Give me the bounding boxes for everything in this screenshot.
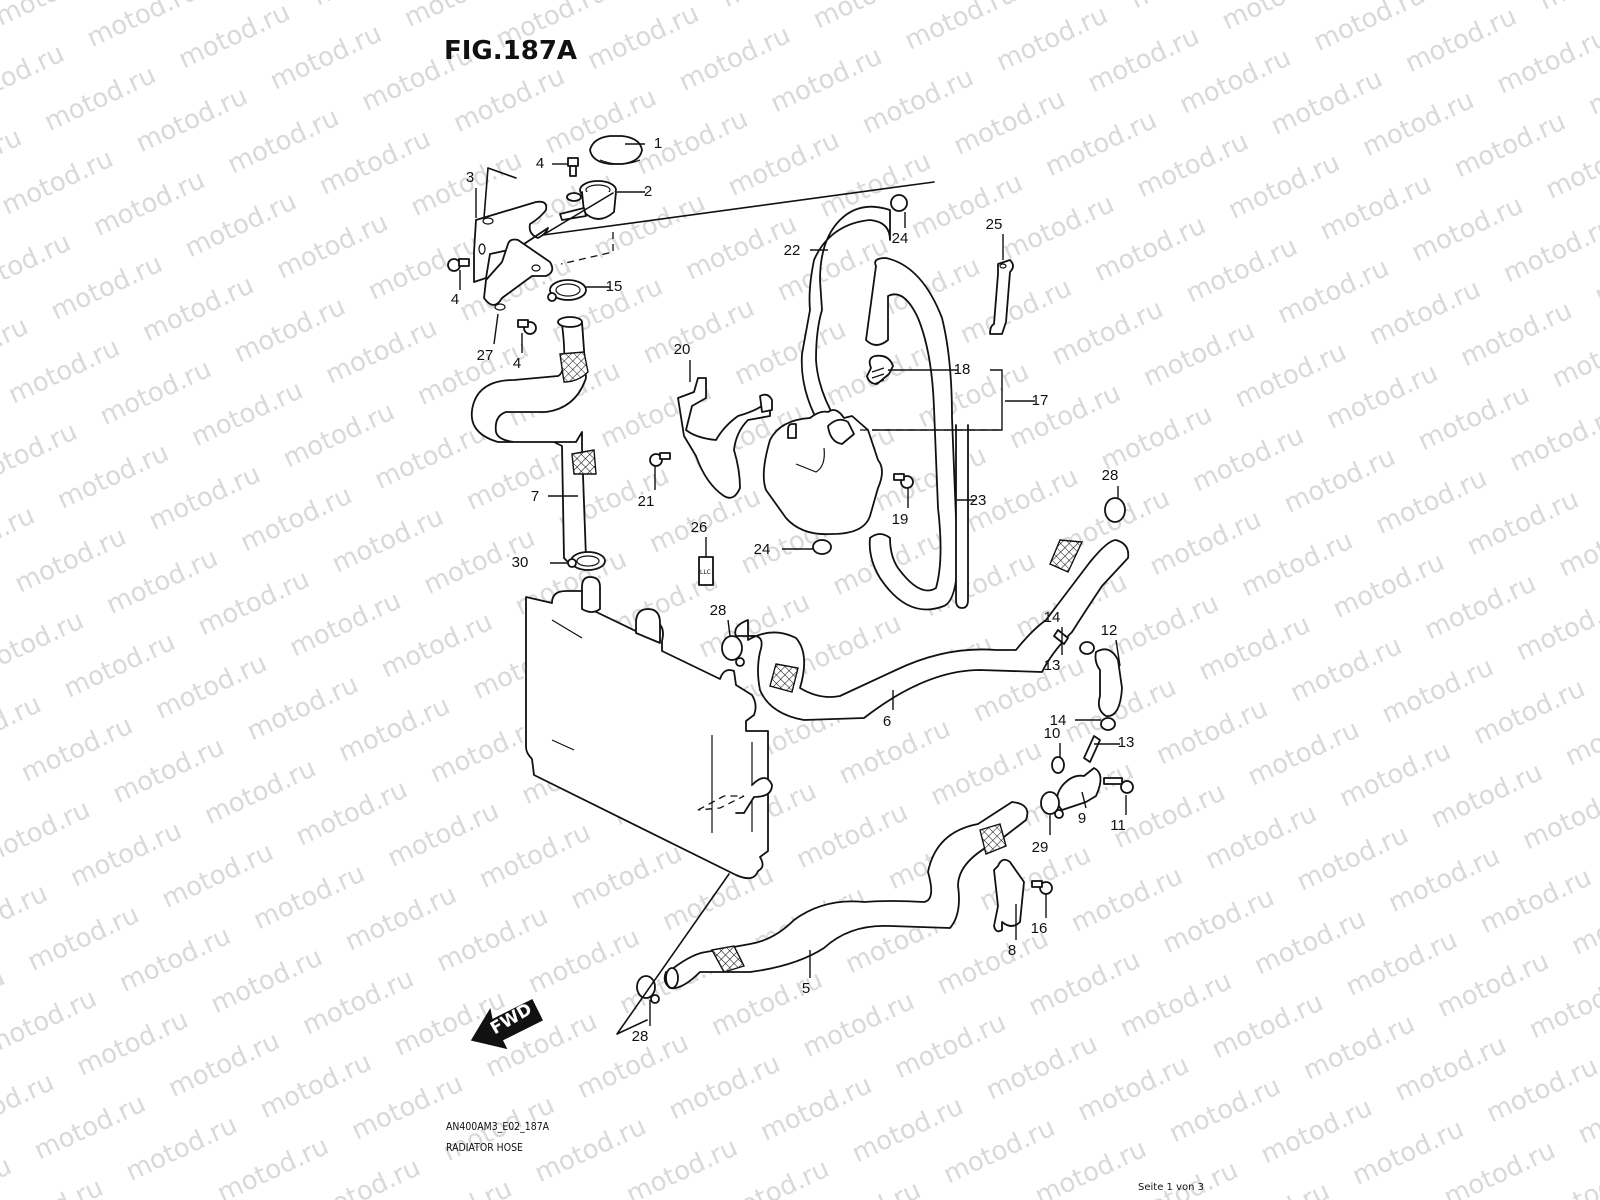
reservoir-bracket[interactable] bbox=[677, 377, 773, 499]
callout-c8[interactable]: 8 bbox=[1008, 942, 1016, 959]
radiator-inlet-hose-5[interactable] bbox=[663, 801, 1029, 990]
callout-c28a[interactable]: 28 bbox=[710, 602, 727, 619]
callout-c28b[interactable]: 28 bbox=[1102, 467, 1119, 484]
radiator-outlet-hose-6[interactable] bbox=[734, 539, 1130, 721]
callout-c7[interactable]: 7 bbox=[531, 488, 539, 505]
callout-c30[interactable]: 30 bbox=[512, 554, 529, 571]
hose-clip[interactable] bbox=[890, 194, 908, 212]
callout-c6[interactable]: 6 bbox=[883, 713, 891, 730]
callout-c20[interactable]: 20 bbox=[674, 341, 691, 358]
hose-clamp[interactable] bbox=[721, 635, 745, 667]
callout-c21[interactable]: 21 bbox=[638, 493, 655, 510]
callout-c14a[interactable]: 14 bbox=[1044, 609, 1061, 626]
reference-lines bbox=[483, 167, 1000, 1035]
callout-leader-line bbox=[1081, 791, 1087, 809]
callout-c27[interactable]: 27 bbox=[477, 347, 494, 364]
water-outlet-fitting[interactable] bbox=[1056, 767, 1102, 811]
callout-c14b[interactable]: 14 bbox=[1050, 712, 1067, 729]
fitting[interactable] bbox=[1053, 629, 1069, 645]
callout-c15[interactable]: 15 bbox=[606, 278, 623, 295]
forward-direction-arrow: FWD bbox=[470, 998, 544, 1050]
callout-c17[interactable]: 17 bbox=[1032, 392, 1049, 409]
callout-leader-line bbox=[872, 369, 1003, 431]
callout-c13b[interactable]: 13 bbox=[1118, 734, 1135, 751]
hose-strap[interactable] bbox=[989, 259, 1014, 335]
callout-c3[interactable]: 3 bbox=[466, 169, 474, 186]
reservoir-cap[interactable] bbox=[866, 354, 894, 385]
callout-c4c[interactable]: 4 bbox=[513, 355, 521, 372]
callout-c18[interactable]: 18 bbox=[954, 361, 971, 378]
callout-c16[interactable]: 16 bbox=[1031, 920, 1048, 937]
callout-c26[interactable]: 26 bbox=[691, 519, 708, 536]
bolt[interactable] bbox=[1103, 777, 1134, 794]
callout-c9[interactable]: 9 bbox=[1078, 810, 1086, 827]
callout-labels: 1234441527222425181720211923262473028282… bbox=[451, 135, 1135, 1045]
callout-c25[interactable]: 25 bbox=[986, 216, 1003, 233]
mounting-stay[interactable] bbox=[483, 238, 554, 311]
callout-leader-line bbox=[493, 313, 499, 345]
breather-hose[interactable] bbox=[955, 424, 969, 609]
bolt[interactable] bbox=[893, 473, 914, 489]
callout-c5[interactable]: 5 bbox=[802, 980, 810, 997]
callout-c1[interactable]: 1 bbox=[654, 135, 662, 152]
hose-guide[interactable] bbox=[993, 858, 1025, 933]
callout-c19[interactable]: 19 bbox=[892, 511, 909, 528]
callout-c4a[interactable]: 4 bbox=[536, 155, 544, 172]
callout-c22[interactable]: 22 bbox=[784, 242, 801, 259]
hose-clip[interactable] bbox=[1079, 641, 1095, 655]
hose-clip[interactable] bbox=[1100, 717, 1116, 731]
upper-radiator-hose[interactable] bbox=[470, 316, 597, 566]
callout-leader-line bbox=[727, 619, 731, 637]
callout-c12[interactable]: 12 bbox=[1101, 622, 1118, 639]
bypass-hose-12[interactable] bbox=[1094, 648, 1123, 717]
callout-c2[interactable]: 2 bbox=[644, 183, 652, 200]
hose-clamp[interactable] bbox=[567, 551, 606, 571]
filler-neck[interactable] bbox=[559, 180, 617, 221]
callout-c28c[interactable]: 28 bbox=[632, 1028, 649, 1045]
callout-c10[interactable]: 10 bbox=[1044, 725, 1061, 742]
overflow-hose[interactable] bbox=[865, 257, 959, 611]
o-ring[interactable] bbox=[1051, 756, 1065, 774]
bolt[interactable] bbox=[1031, 880, 1053, 895]
bolt[interactable] bbox=[566, 157, 582, 202]
callout-c4b[interactable]: 4 bbox=[451, 291, 459, 308]
llc-label: LLC bbox=[698, 556, 714, 586]
hose-clamp[interactable] bbox=[1040, 791, 1064, 819]
coolant-reservoir-tank[interactable] bbox=[762, 409, 883, 536]
bolt[interactable] bbox=[517, 319, 537, 335]
radiator-cap[interactable] bbox=[589, 135, 643, 165]
hose-clamp[interactable] bbox=[636, 975, 660, 1004]
page-indicator: Seite 1 von 3 bbox=[1138, 1182, 1204, 1193]
hose-clip[interactable] bbox=[812, 539, 832, 555]
figure-title: FIG.187A bbox=[444, 36, 578, 66]
callout-c24a[interactable]: 24 bbox=[892, 230, 909, 247]
hose-clamp[interactable] bbox=[1104, 497, 1126, 523]
callout-c24b[interactable]: 24 bbox=[754, 541, 771, 558]
callout-c23[interactable]: 23 bbox=[970, 492, 987, 509]
callout-c29[interactable]: 29 bbox=[1032, 839, 1049, 856]
fitting[interactable] bbox=[1083, 735, 1101, 763]
part-group-name: RADIATOR HOSE bbox=[446, 1141, 523, 1154]
radiator[interactable] bbox=[525, 576, 773, 880]
callout-c13a[interactable]: 13 bbox=[1044, 657, 1061, 674]
hose-clamp[interactable] bbox=[547, 279, 587, 302]
callout-leader-line bbox=[1115, 639, 1121, 667]
callout-c11[interactable]: 11 bbox=[1110, 817, 1126, 834]
bolt[interactable] bbox=[649, 452, 671, 467]
model-code: AN400AM3_E02_187A bbox=[446, 1120, 550, 1133]
bolt[interactable] bbox=[447, 258, 470, 272]
llc-label-text: LLC bbox=[700, 569, 711, 576]
